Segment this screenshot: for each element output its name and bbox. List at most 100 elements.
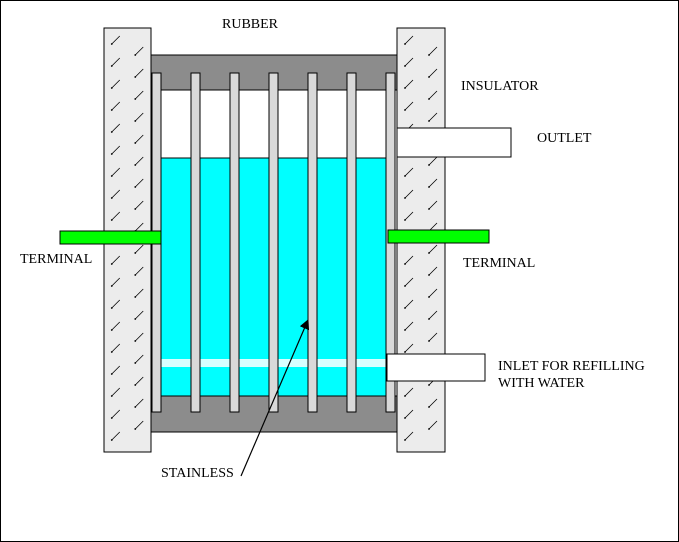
hatch-mark	[428, 244, 438, 254]
hatch-dot	[404, 197, 406, 199]
hatch-mark	[428, 310, 438, 320]
hatch-dot	[110, 285, 113, 287]
hatch-mark	[404, 343, 414, 353]
hatch-dot	[134, 340, 137, 342]
hatch-mark	[111, 123, 121, 133]
hatch-mark	[111, 277, 121, 287]
hatch-dot	[110, 197, 113, 199]
hatch-mark	[134, 156, 144, 166]
hatch-dot	[134, 98, 137, 100]
hatch-mark	[404, 277, 414, 287]
hatch-dot	[404, 87, 406, 89]
hatch-dot	[428, 274, 430, 276]
hatch-dot	[428, 340, 430, 342]
hatch-dot	[134, 274, 137, 276]
hatch-dot	[110, 395, 113, 397]
hatch-dot	[428, 120, 430, 122]
hatch-mark	[134, 200, 144, 210]
hatch-dot	[428, 428, 430, 430]
hatch-dot	[428, 384, 430, 386]
outlet-pipe	[396, 127, 512, 158]
hatch-dot	[110, 109, 113, 111]
hatch-dot	[428, 296, 430, 298]
hatch-dot	[110, 43, 113, 45]
hatch-dot	[134, 252, 137, 254]
hatch-dot	[428, 98, 430, 100]
hatch-dot	[134, 384, 137, 386]
hatch-dot	[404, 351, 406, 353]
hatch-mark	[134, 332, 144, 342]
hatch-mark	[111, 211, 121, 221]
hatch-mark	[428, 156, 438, 166]
hatch-mark	[134, 266, 144, 276]
hatch-dot	[428, 252, 430, 254]
hatch-mark	[111, 409, 121, 419]
hatch-dot	[404, 219, 406, 221]
hatch-dot	[404, 439, 406, 441]
hatch-dot	[110, 153, 113, 155]
hatch-mark	[428, 398, 438, 408]
hatch-mark	[134, 310, 144, 320]
stainless-plate	[190, 72, 201, 413]
hatch-mark	[134, 244, 144, 254]
label-outlet: OUTLET	[537, 131, 592, 146]
hatch-dot	[134, 54, 137, 56]
hatch-mark	[404, 299, 414, 309]
hatch-dot	[110, 87, 113, 89]
hatch-dot	[110, 417, 113, 419]
hatch-mark	[428, 288, 438, 298]
hatch-mark	[111, 365, 121, 375]
hatch-mark	[134, 222, 144, 232]
hatch-mark	[111, 255, 121, 265]
hatch-mark	[111, 145, 121, 155]
hatch-dot	[404, 43, 406, 45]
hatch-dot	[404, 285, 406, 287]
hatch-mark	[134, 112, 144, 122]
stainless-plate	[346, 72, 357, 413]
hatch-mark	[428, 112, 438, 122]
hatch-mark	[111, 431, 121, 441]
insulator-right-hatch	[404, 35, 438, 441]
hatch-dot	[404, 263, 406, 265]
hatch-dot	[404, 395, 406, 397]
hatch-dot	[110, 439, 113, 441]
hatch-mark	[404, 431, 414, 441]
hatch-mark	[134, 68, 144, 78]
hatch-mark	[404, 167, 414, 177]
stainless-plate	[229, 72, 240, 413]
hatch-mark	[404, 57, 414, 67]
hatch-dot	[404, 175, 406, 177]
hatch-dot	[428, 54, 430, 56]
hatch-mark	[428, 200, 438, 210]
hatch-mark	[404, 321, 414, 331]
hatch-dot	[134, 142, 137, 144]
hatch-dot	[110, 373, 113, 375]
hatch-mark	[134, 46, 144, 56]
label-rubber: RUBBER	[222, 17, 279, 32]
hatch-dot	[404, 65, 406, 67]
hatch-dot	[404, 417, 406, 419]
hatch-dot	[110, 131, 113, 133]
hatch-mark	[428, 420, 438, 430]
inlet-pipe	[386, 353, 486, 382]
hatch-dot	[134, 76, 137, 78]
hatch-dot	[428, 76, 430, 78]
hatch-mark	[404, 189, 414, 199]
hatch-mark	[111, 321, 121, 331]
hatch-dot	[110, 329, 113, 331]
hatch-mark	[134, 354, 144, 364]
terminal-left	[59, 230, 162, 245]
hatch-mark	[111, 35, 121, 45]
hatch-dot	[110, 219, 113, 221]
hatch-mark	[404, 387, 414, 397]
hatch-dot	[110, 263, 113, 265]
hatch-mark	[111, 167, 121, 177]
hatch-dot	[134, 296, 137, 298]
hatch-mark	[111, 101, 121, 111]
hatch-dot	[428, 208, 430, 210]
label-stainless: STAINLESS	[161, 466, 234, 481]
hatch-mark	[428, 178, 438, 188]
hatch-mark	[134, 288, 144, 298]
